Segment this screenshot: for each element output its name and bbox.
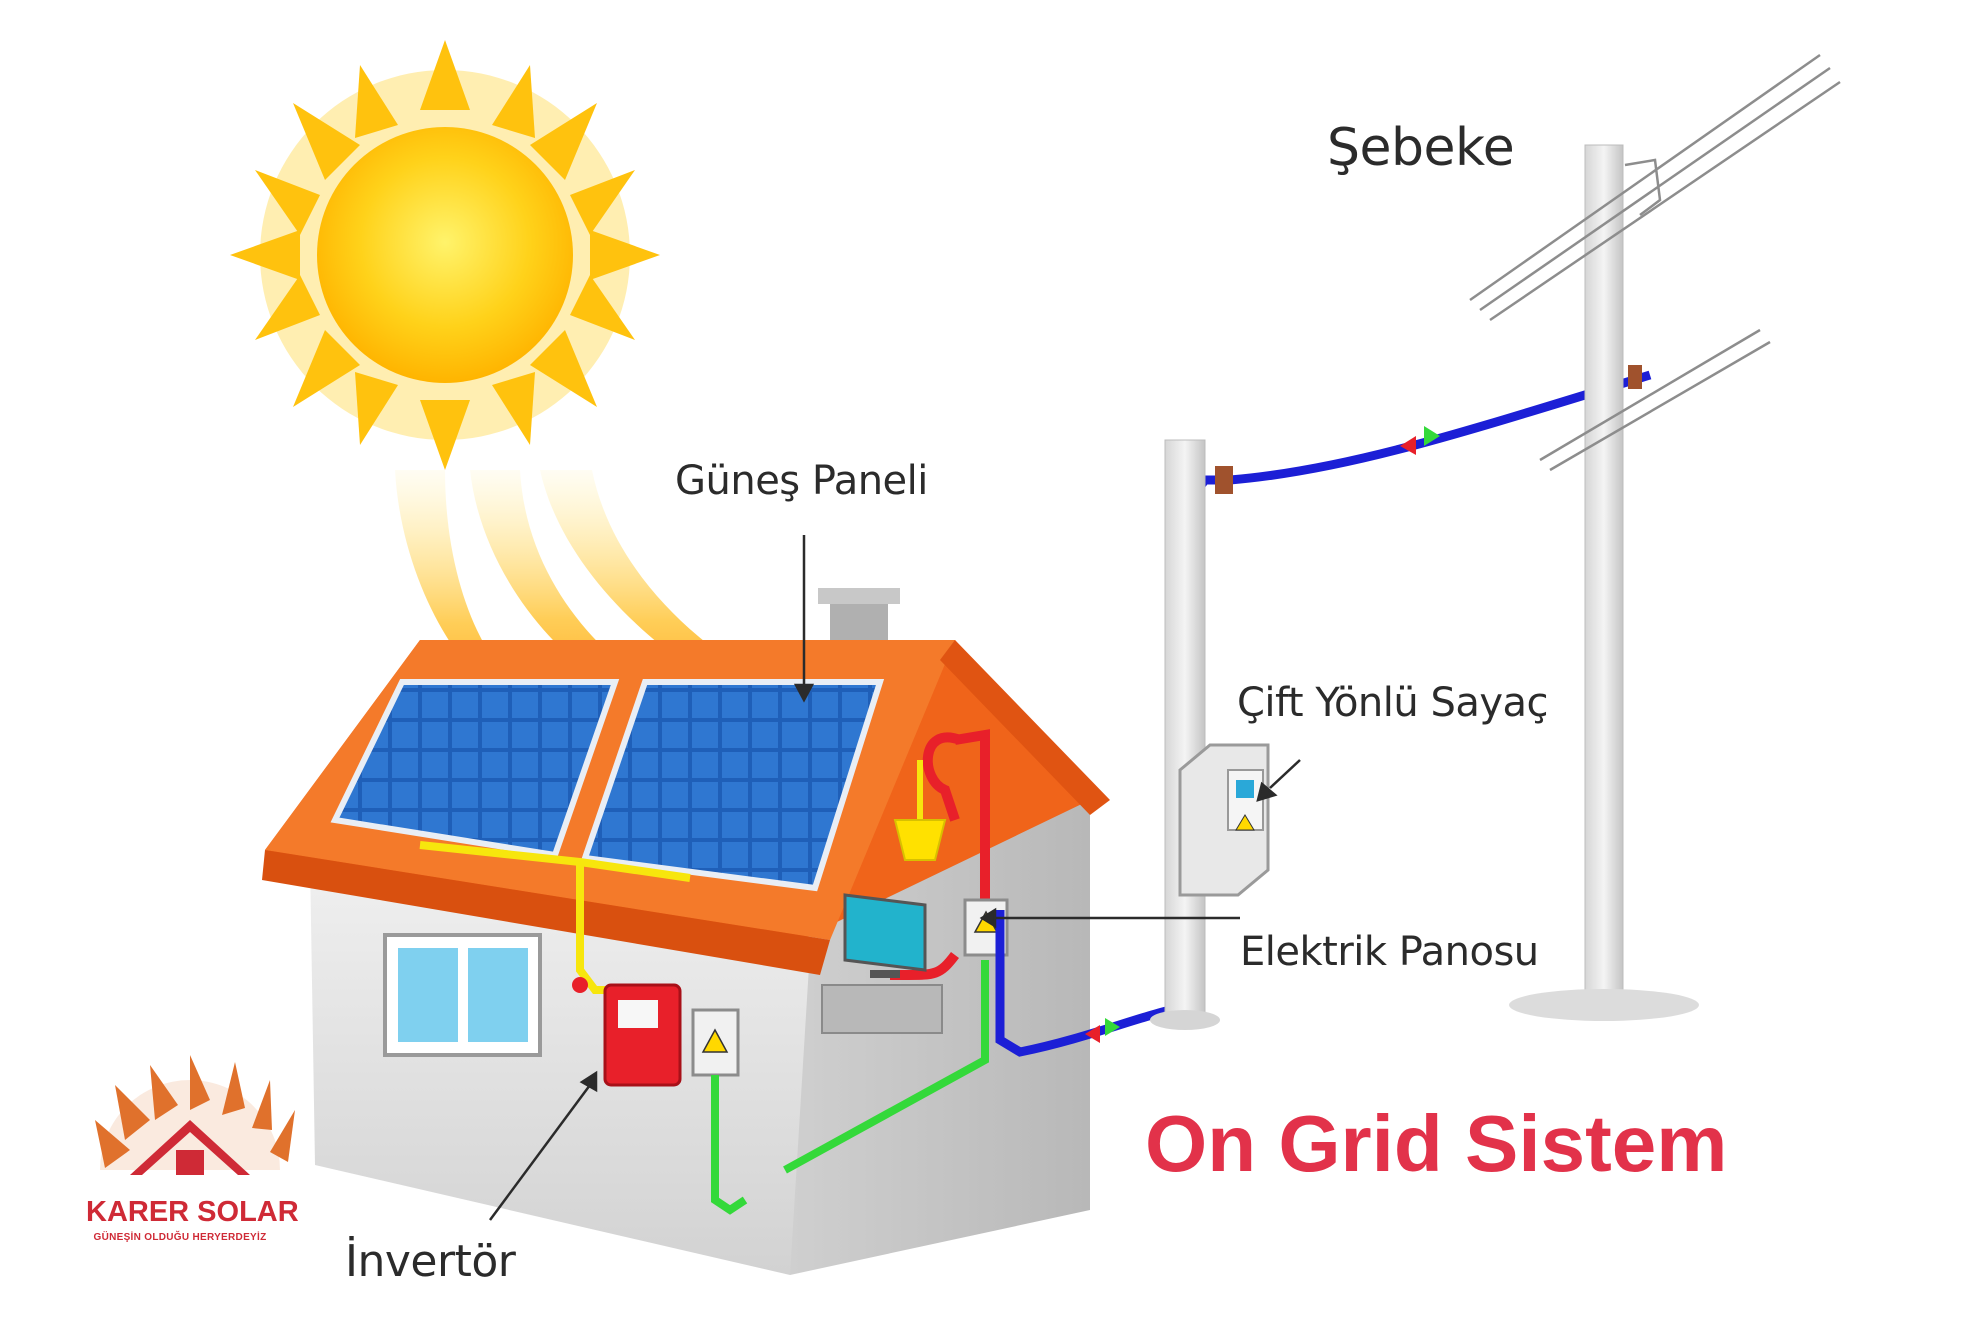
diagram-title: On Grid Sistem	[1145, 1099, 1728, 1188]
ac-red-wiring	[890, 729, 990, 980]
ac-disconnect-icon	[691, 1008, 740, 1077]
meter-pole	[1150, 439, 1233, 1030]
grid-label: Şebeke	[1327, 118, 1515, 178]
bidirectional-meter-icon	[1178, 743, 1270, 897]
sun-icon	[230, 40, 660, 470]
solar-panels	[330, 679, 885, 892]
inverter-icon	[572, 977, 682, 1087]
power-lines	[1469, 53, 1841, 472]
window	[383, 933, 542, 1057]
electric-panel-label: Elektrik Panosu	[1240, 929, 1539, 975]
light-bulb-icon	[893, 760, 947, 861]
karer-solar-logo	[95, 1055, 295, 1175]
inverter-label: İnvertör	[345, 1236, 516, 1287]
bidirectional-meter-label: Çift Yönlü Sayaç	[1237, 680, 1549, 726]
solar-panel-label: Güneş Paneli	[675, 458, 928, 504]
flow-arrows	[1085, 426, 1440, 1043]
brand-slogan: GÜNEŞİN OLDUĞU HERYERDEYİZ	[93, 1232, 267, 1243]
monitor-icon	[821, 893, 943, 1034]
dc-wiring	[419, 841, 691, 994]
leader-lines	[488, 535, 1301, 1221]
brand-name: KARER SOLAR	[86, 1196, 299, 1228]
utility-pole	[1509, 144, 1699, 1021]
green-wiring	[711, 960, 989, 1215]
